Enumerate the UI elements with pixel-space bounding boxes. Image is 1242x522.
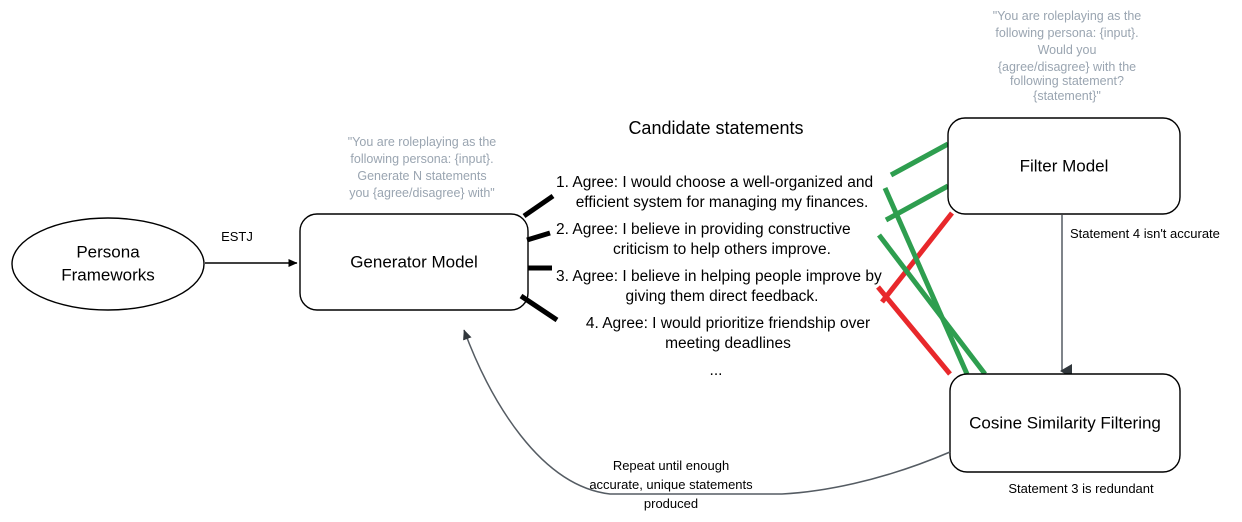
edge-label-estj: ESTJ [221, 229, 253, 244]
edge-feedback-loop: Repeat until enough accurate, unique sta… [463, 329, 951, 511]
statement-3-line-2: giving them direct feedback. [626, 288, 819, 305]
filter-prompt-line-6: {statement}" [1033, 89, 1101, 103]
link-statement-3-redundant [876, 285, 952, 376]
cosine-similarity-box [949, 373, 1181, 473]
generator-model-box [299, 213, 529, 311]
filter-prompt-line-1: "You are roleplaying as the [993, 9, 1142, 23]
cosine-similarity-label: Cosine Similarity Filtering [969, 413, 1161, 432]
statement-to-cosine-links [876, 186, 987, 376]
candidate-statements-heading: Candidate statements [628, 118, 803, 138]
persona-frameworks-label-line1: Persona [76, 242, 140, 261]
generator-prompt-line-1: "You are roleplaying as the [348, 135, 497, 149]
list-item: 3. Agree: I believe in helping people im… [556, 268, 882, 305]
feedback-loop-arrow [463, 329, 951, 495]
filter-prompt-line-4: {agree/disagree} with the [998, 60, 1136, 74]
list-item: 1. Agree: I would choose a well-organize… [556, 174, 873, 211]
filter-model-box [947, 117, 1181, 215]
statement-1-line-1: 1. Agree: I would choose a well-organize… [556, 174, 873, 191]
node-generator-model[interactable]: Generator Model [299, 213, 529, 311]
generator-output-stubs [519, 193, 559, 323]
generator-prompt-line-3: Generate N statements [357, 169, 486, 183]
list-item: 2. Agree: I believe in providing constru… [556, 221, 851, 258]
statement-4-line-1: 4. Agree: I would prioritize friendship … [586, 315, 870, 332]
candidate-statement-list: 1. Agree: I would choose a well-organize… [556, 174, 882, 379]
statement-2-line-1: 2. Agree: I believe in providing constru… [556, 221, 851, 238]
generator-stub-1 [522, 193, 555, 219]
filter-model-label: Filter Model [1020, 156, 1109, 175]
statement-2-line-2: criticism to help others improve. [613, 241, 831, 258]
generator-prompt-line-2: following persona: {input}. [350, 152, 493, 166]
edge-persona-to-generator: ESTJ [205, 229, 298, 267]
node-filter-model[interactable]: Filter Model [947, 117, 1181, 215]
generator-prompt-line-4: you {agree/disagree} with" [349, 186, 495, 200]
edge-label-statement-4-inaccurate: Statement 4 isn't accurate [1070, 226, 1220, 241]
statement-list-ellipsis: ... [710, 362, 723, 379]
persona-frameworks-ellipse [11, 217, 205, 311]
filter-prompt-line-3: Would you [1038, 43, 1097, 57]
link-statement-2-to-cosine [877, 233, 987, 376]
feedback-label-line-1: Repeat until enough [613, 458, 729, 473]
generator-prompt-text: "You are roleplaying as the following pe… [348, 135, 497, 200]
generator-stub-2 [526, 230, 551, 243]
cosine-note-statement-3-redundant: Statement 3 is redundant [1008, 481, 1154, 496]
statement-1-line-2: efficient system for managing my finance… [576, 194, 869, 211]
filter-prompt-line-5: following statement? [1010, 74, 1124, 88]
generator-model-label: Generator Model [350, 252, 478, 271]
generator-stub-4 [519, 293, 559, 323]
node-cosine-similarity-filtering[interactable]: Cosine Similarity Filtering Statement 3 … [949, 373, 1181, 496]
edge-filter-to-cosine: Statement 4 isn't accurate [1060, 215, 1220, 378]
link-statement-1-keep [889, 141, 950, 178]
filter-prompt-line-2: following persona: {input}. [995, 26, 1138, 40]
statement-3-line-1: 3. Agree: I believe in helping people im… [556, 268, 882, 285]
node-persona-frameworks[interactable]: Persona Frameworks [11, 217, 205, 311]
filter-prompt-text: "You are roleplaying as the following pe… [993, 9, 1142, 103]
link-statement-1-to-cosine [882, 186, 970, 376]
persona-frameworks-label-line2: Frameworks [61, 265, 155, 284]
feedback-label-line-2: accurate, unique statements [589, 477, 753, 492]
statement-to-filter-links [880, 141, 954, 304]
feedback-label-line-3: produced [644, 496, 698, 511]
statement-4-line-2: meeting deadlines [665, 335, 791, 352]
list-item: 4. Agree: I would prioritize friendship … [586, 315, 870, 352]
